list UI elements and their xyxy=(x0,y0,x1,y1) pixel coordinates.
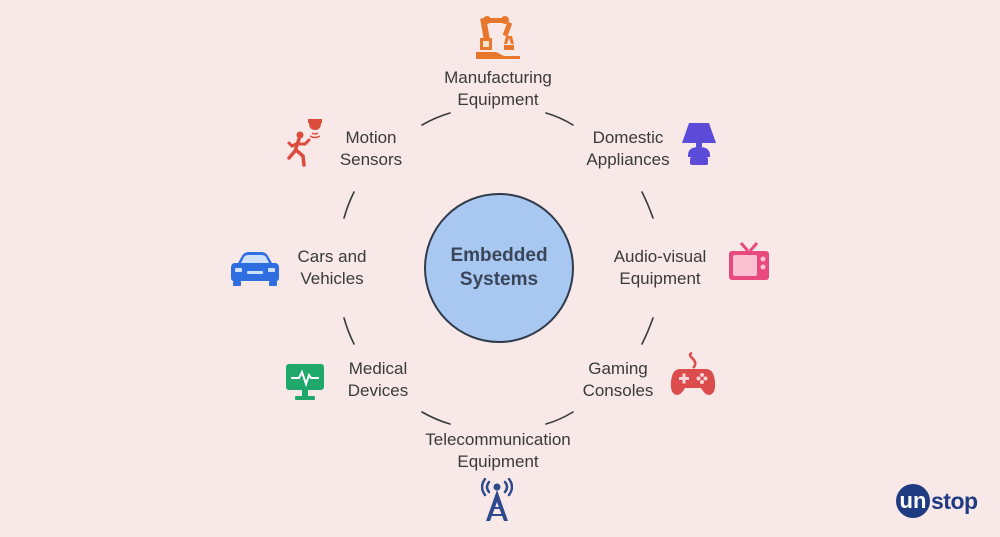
connector-motion-manufacturing xyxy=(421,112,451,126)
connector-telecom-medical xyxy=(421,411,451,425)
node-gaming-consoles: Gaming Consoles xyxy=(583,358,654,402)
node-telecommunication-equipment: Telecommunication Equipment xyxy=(425,429,571,473)
motion-sensor-icon xyxy=(287,119,322,167)
node-label-line2: Equipment xyxy=(457,452,539,471)
node-label-line2: Equipment xyxy=(457,90,539,109)
connector-domestic-audiovisual xyxy=(641,191,654,219)
lamp-icon xyxy=(682,123,716,165)
center-title-line2: Systems xyxy=(459,269,539,290)
node-label-line1: Audio-visual xyxy=(613,247,707,266)
node-motion-sensors: Motion Sensors xyxy=(340,127,402,171)
gamepad-icon xyxy=(670,352,716,395)
node-manufacturing-equipment: Manufacturing Equipment xyxy=(444,67,552,111)
heart-monitor-icon xyxy=(286,364,324,400)
antenna-tower-icon xyxy=(481,478,513,521)
logo-mark: un xyxy=(896,484,930,518)
ring-connectors xyxy=(343,112,654,425)
node-domestic-appliances: Domestic Appliances xyxy=(586,127,669,171)
car-icon xyxy=(231,252,279,286)
node-audio-visual-equipment: Audio-visual Equipment xyxy=(614,246,707,290)
tv-icon xyxy=(729,242,769,280)
node-label-line1: Cars and xyxy=(297,247,367,266)
node-label-line1: Gaming xyxy=(588,359,648,378)
node-label-line1: Telecommunication xyxy=(425,430,571,449)
connector-medical-cars xyxy=(343,317,355,345)
logo-wordmark: stop xyxy=(931,487,978,514)
node-medical-devices: Medical Devices xyxy=(348,358,408,402)
node-cars-and-vehicles: Cars and Vehicles xyxy=(298,246,367,290)
node-label-line2: Consoles xyxy=(582,381,654,400)
node-label-line2: Vehicles xyxy=(300,269,364,288)
node-label-line2: Sensors xyxy=(339,150,403,169)
node-label-line2: Appliances xyxy=(586,150,670,169)
connector-manufacturing-domestic xyxy=(545,112,574,126)
robotic-arm-icon xyxy=(476,16,520,59)
center-title-line1: Embedded xyxy=(450,245,548,266)
node-label-line1: Domestic xyxy=(592,128,664,147)
unstop-logo: un stop xyxy=(896,484,978,518)
connector-audiovisual-gaming xyxy=(641,317,654,345)
node-label-line1: Motion xyxy=(345,128,397,147)
node-label-line2: Devices xyxy=(347,381,409,400)
connector-cars-motion xyxy=(343,191,355,219)
node-label-line1: Manufacturing xyxy=(444,68,552,87)
node-label-line1: Medical xyxy=(348,359,408,378)
node-label-line2: Equipment xyxy=(619,269,701,288)
center-circle: Embedded Systems xyxy=(424,193,574,343)
connector-gaming-telecom xyxy=(545,411,574,425)
